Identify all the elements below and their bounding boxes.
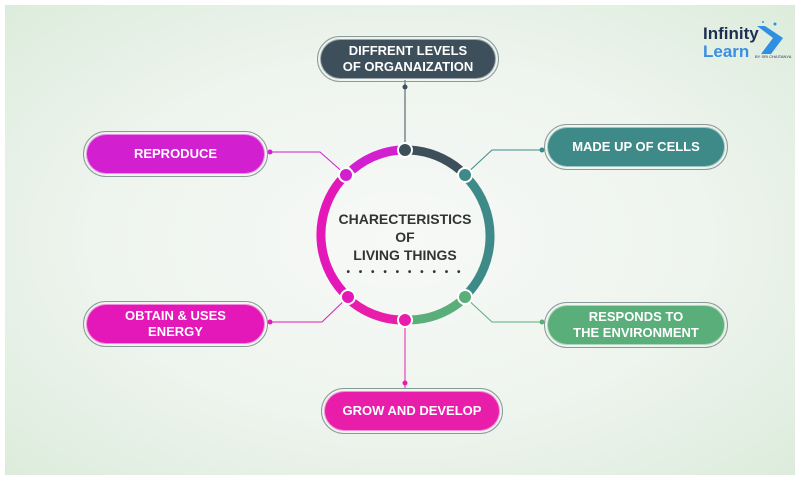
connector-reproduce <box>267 151 347 176</box>
ring-segment-reproduce <box>349 145 401 174</box>
node-label: REPRODUCE <box>133 146 218 161</box>
node-label: MADE UP OF CELLS <box>572 139 700 154</box>
endpoint-dot <box>539 147 545 153</box>
endpoint-dot <box>402 84 408 90</box>
endpoint-dot <box>402 380 408 386</box>
node-dot-cells <box>457 167 473 183</box>
node-label: ENERGY <box>148 324 203 339</box>
node-dot-energy <box>340 289 356 305</box>
node-label: THE ENVIRONMENT <box>573 325 699 340</box>
node-label: DIFFRENT LEVELS <box>348 43 468 58</box>
node-dot-reproduce <box>338 167 354 183</box>
endpoint-dot <box>267 149 273 155</box>
ring-segment-energy <box>316 177 347 296</box>
ring-segment-environment <box>409 298 463 325</box>
node-grow: GROW AND DEVELOP <box>321 388 503 434</box>
infinity-learn-logo: Infinity Learn BY SRI CHAITANYA <box>703 18 793 68</box>
node-dot-grow <box>397 312 413 328</box>
logo-tagline: BY SRI CHAITANYA <box>755 54 792 59</box>
connector-energy <box>267 296 349 323</box>
dotted-divider: • • • • • • • • • • <box>346 267 464 278</box>
ring-segment-organization <box>409 145 463 174</box>
connector-cells <box>464 149 545 176</box>
center-title-line: OF <box>395 229 415 245</box>
endpoint-dot <box>267 319 273 325</box>
logo-arrow-icon <box>757 21 783 54</box>
node-label: OBTAIN & USES <box>125 308 226 323</box>
center-title: CHARECTERISTICS OF LIVING THINGS • • • •… <box>325 210 485 282</box>
logo-text: Infinity <box>703 24 759 43</box>
node-label: RESPONDS TO <box>588 309 684 324</box>
node-label: GROW AND DEVELOP <box>342 403 482 418</box>
ring-segment-grow <box>349 298 401 325</box>
center-title-line: CHARECTERISTICS <box>338 211 472 227</box>
node-dot-environment <box>457 289 473 305</box>
endpoint-dot <box>539 319 545 325</box>
node-label: OF ORGANAIZATION <box>342 59 474 74</box>
node-reproduce: REPRODUCE <box>83 131 268 177</box>
node-cells: MADE UP OF CELLS <box>544 124 728 170</box>
logo-text: Learn <box>703 42 750 61</box>
connector-environment <box>464 296 545 323</box>
ring-segment-cells <box>465 177 495 295</box>
center-title-line: LIVING THINGS <box>353 247 457 263</box>
node-dot-organization <box>397 142 413 158</box>
